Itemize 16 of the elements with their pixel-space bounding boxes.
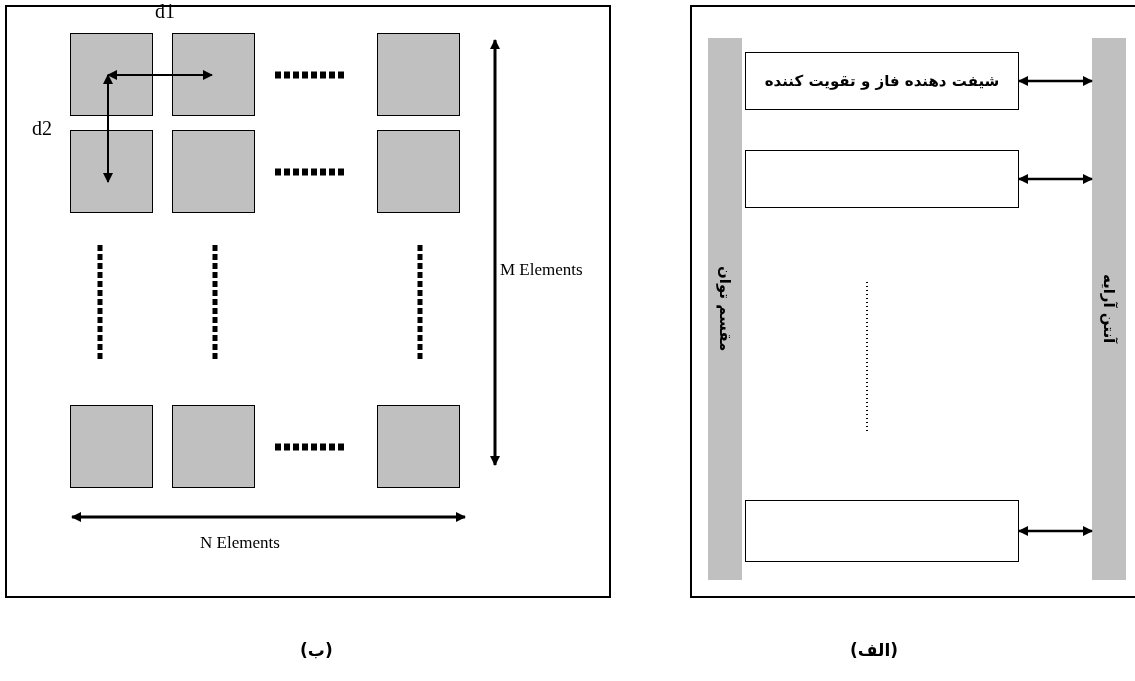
dimension-label: d2 bbox=[32, 117, 52, 140]
bar-label: آنتن آرایه bbox=[1100, 274, 1118, 344]
bar-label: مقسم توان bbox=[716, 266, 734, 352]
box-label: شیفت دهنده فاز و تقویت کننده bbox=[764, 72, 1000, 90]
process-box bbox=[745, 52, 1019, 110]
process-box bbox=[745, 500, 1019, 562]
dimension-label: N Elements bbox=[200, 533, 280, 553]
arrow bbox=[1018, 526, 1093, 536]
caption: (الف) bbox=[850, 640, 899, 660]
process-box bbox=[745, 150, 1019, 208]
bar-block bbox=[1092, 38, 1126, 580]
bar-block bbox=[708, 38, 742, 580]
arrow bbox=[1018, 76, 1093, 86]
dimension-label: M Elements bbox=[500, 260, 583, 280]
caption: (ب) bbox=[300, 640, 333, 660]
arrow bbox=[1018, 174, 1093, 184]
